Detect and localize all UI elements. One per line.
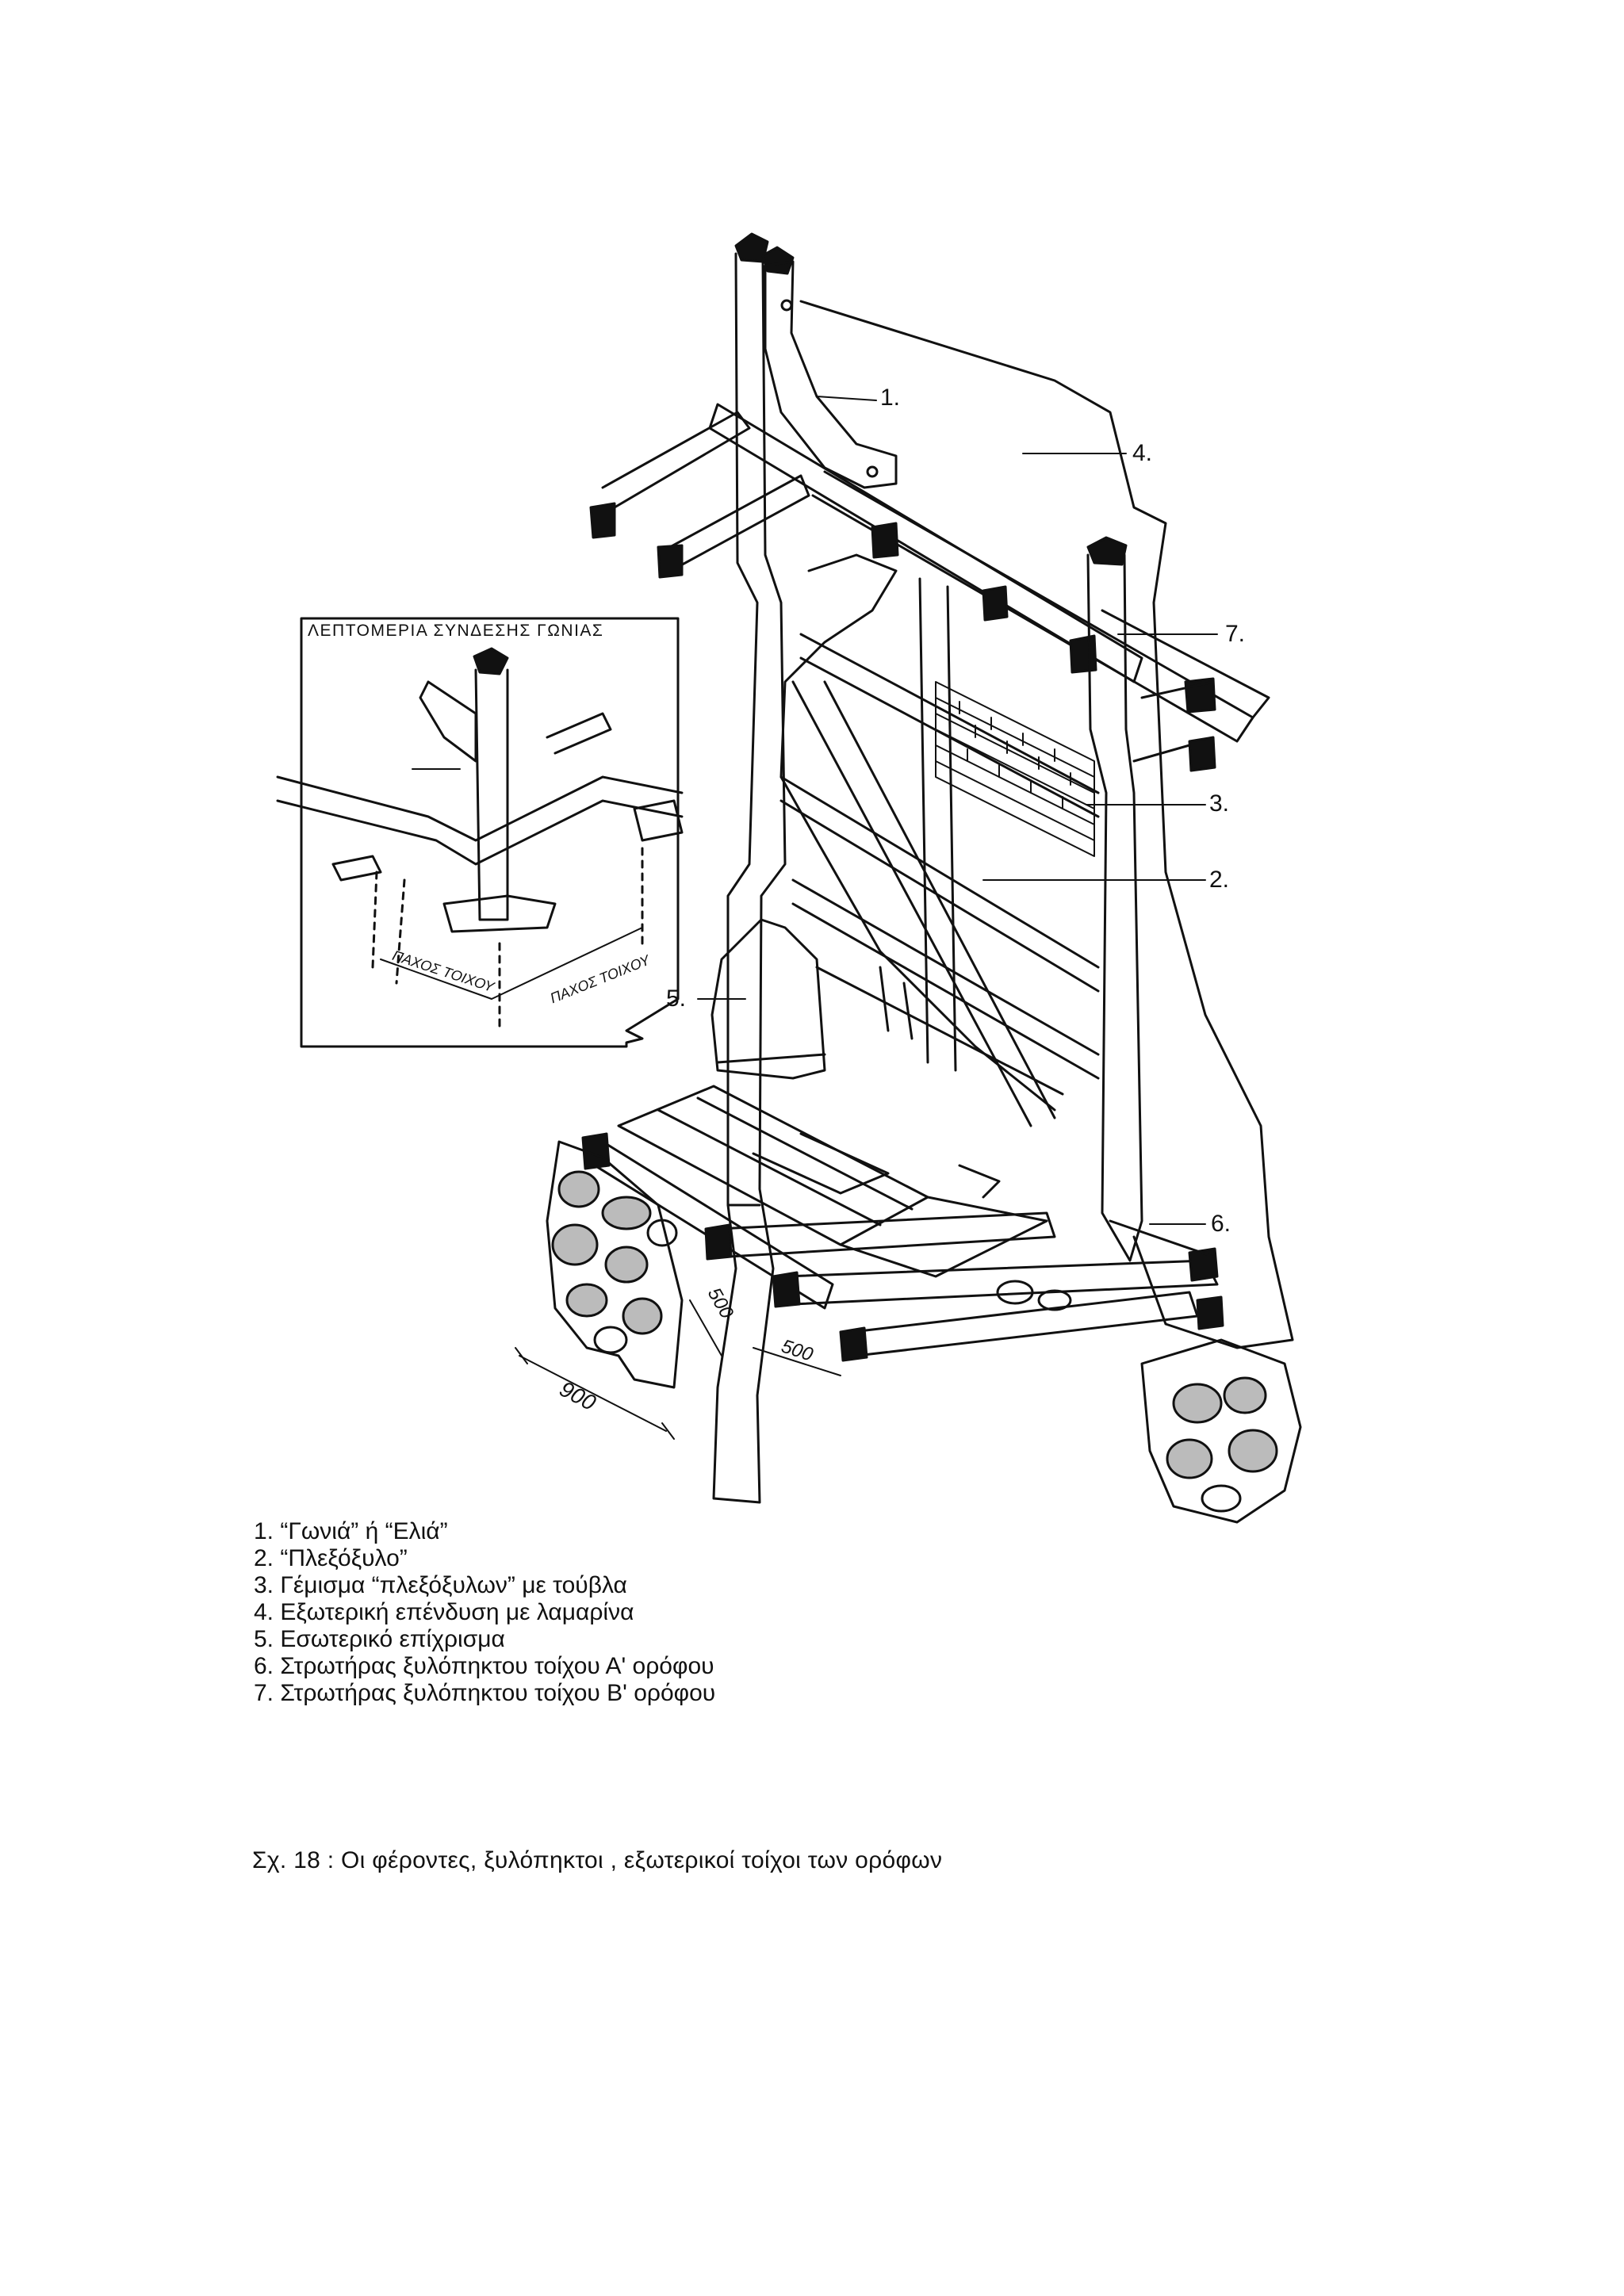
leader-lines xyxy=(412,396,1218,1225)
callout-4: 4. xyxy=(1132,440,1153,466)
callout-2: 2. xyxy=(1209,867,1230,893)
figure-caption: Σχ. 18 : Οι φέροντες, ξυλόπηκτοι , εξωτε… xyxy=(252,1847,943,1873)
post-top-brace xyxy=(761,246,795,275)
callout-3: 3. xyxy=(1209,790,1230,817)
floor-boards xyxy=(617,1085,1048,1278)
interior-plaster-panel xyxy=(710,918,826,1080)
callout-6: 6. xyxy=(1211,1211,1231,1237)
legend-item: 2. “Πλεξόξυλο” xyxy=(254,1545,408,1571)
post-top-right xyxy=(1086,536,1128,566)
callout-7: 7. xyxy=(1225,621,1246,647)
exterior-cladding-wall xyxy=(799,300,1294,1349)
legend-item: 6. Στρωτήρας ξυλόπηκτου τοίχου Α' ορόφου xyxy=(254,1653,714,1679)
legend-item: 7. Στρωτήρας ξυλόπηκτου τοίχου Β' ορόφου xyxy=(254,1680,716,1706)
legend-item: 4. Εξωτερική επένδυση με λαμαρίνα xyxy=(254,1599,634,1625)
legend-item: 1. “Γωνιά” ή “Ελιά” xyxy=(254,1518,448,1544)
corner-detail-box xyxy=(276,617,684,1048)
floor-joists-upper xyxy=(589,411,1216,772)
legend-list: 1. “Γωνιά” ή “Ελιά” 2. “Πλεξόξυλο” 3. Γέ… xyxy=(254,1518,715,1707)
stone-foundation-right xyxy=(996,1280,1302,1524)
floor-joists-lower xyxy=(581,1132,1224,1362)
upper-wall-plate xyxy=(708,403,1270,743)
dimension-lines xyxy=(515,1299,841,1440)
legend-item: 5. Εσωτερικό επίχρισμα xyxy=(254,1626,505,1652)
legend-item: 3. Γέμισμα “πλεξόξυλων” με τούβλα xyxy=(254,1572,627,1598)
brick-infill xyxy=(935,681,1095,857)
stone-foundation-left xyxy=(546,1140,684,1389)
post-top-left xyxy=(734,232,769,263)
callout-1: 1. xyxy=(880,385,901,411)
corner-brace-elia xyxy=(764,260,898,489)
left-corner-post xyxy=(712,252,787,1504)
timber-frame xyxy=(779,553,1100,1127)
right-corner-post xyxy=(1086,553,1143,1262)
detail-title: ΛΕΠΤΟΜΕΡΙΑ ΣΥΝΔΕΣΗΣ ΓΩΝΙΑΣ xyxy=(308,622,604,640)
callout-5: 5. xyxy=(666,985,687,1012)
